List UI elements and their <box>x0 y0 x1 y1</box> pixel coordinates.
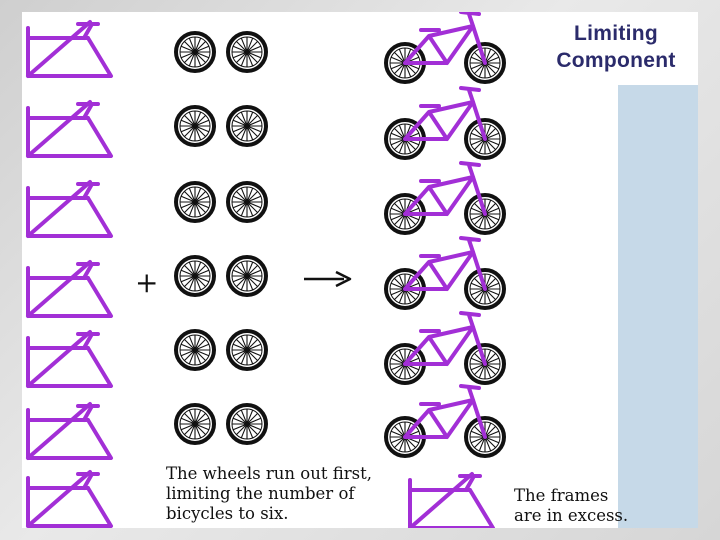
bicycle-icon <box>386 313 504 383</box>
bicycle-frame-icon <box>26 330 113 388</box>
side-panel <box>618 85 698 528</box>
bicycle-frame-icon <box>26 100 113 158</box>
wheel-pair <box>174 31 268 73</box>
wheel-icon <box>174 181 216 223</box>
wheel-icon <box>226 31 268 73</box>
wheel-icon <box>174 255 216 297</box>
wheel-icon <box>174 105 216 147</box>
wheel-icon <box>226 329 268 371</box>
bicycles-column <box>386 12 504 456</box>
bicycle-frame-icon <box>26 180 113 238</box>
frames-column <box>26 20 113 528</box>
bicycle-frame-icon <box>26 20 113 78</box>
wheel-pair <box>174 105 268 147</box>
wheel-icon <box>174 403 216 445</box>
bicycle-frame-icon <box>26 260 113 318</box>
bicycle-frame-icon <box>26 470 113 528</box>
wheel-icon <box>174 31 216 73</box>
bicycle-icon <box>386 163 504 233</box>
wheels-caption-line-1: The wheels run out first, <box>166 464 372 483</box>
wheel-icon <box>226 105 268 147</box>
wheels-caption-line-2: limiting the number of <box>166 484 355 503</box>
wheel-icon <box>174 329 216 371</box>
bicycle-icon <box>386 238 504 308</box>
wheel-icon <box>226 255 268 297</box>
bicycle-icon <box>386 386 504 456</box>
wheels-caption: The wheels run out first, limiting the n… <box>166 464 406 524</box>
wheel-pair <box>174 181 268 223</box>
title-line-1: Limiting <box>573 22 659 45</box>
frames-caption-line-2: are in excess. <box>514 506 629 525</box>
wheel-icon <box>226 403 268 445</box>
wheel-icon <box>226 181 268 223</box>
bicycle-icon <box>386 88 504 158</box>
frames-caption: The frames are in excess. <box>514 486 629 526</box>
wheels-caption-line-3: bicycles to six. <box>166 504 289 523</box>
bicycle-icon <box>386 12 504 82</box>
slide-title: Limiting Component <box>534 20 698 74</box>
frames-caption-line-1: The frames <box>514 486 609 505</box>
arrow-right-icon <box>304 270 352 288</box>
plus-sign: + <box>135 266 158 299</box>
wheel-pair <box>174 403 268 445</box>
wheel-pair <box>174 329 268 371</box>
title-line-2: Component <box>556 49 676 72</box>
bicycle-diagram: + <box>26 12 698 528</box>
wheel-pair <box>174 255 268 297</box>
slide: Limiting Component <box>22 12 698 528</box>
excess-frame-icon <box>408 472 495 528</box>
wheels-column <box>174 31 268 445</box>
bicycle-frame-icon <box>26 402 113 460</box>
